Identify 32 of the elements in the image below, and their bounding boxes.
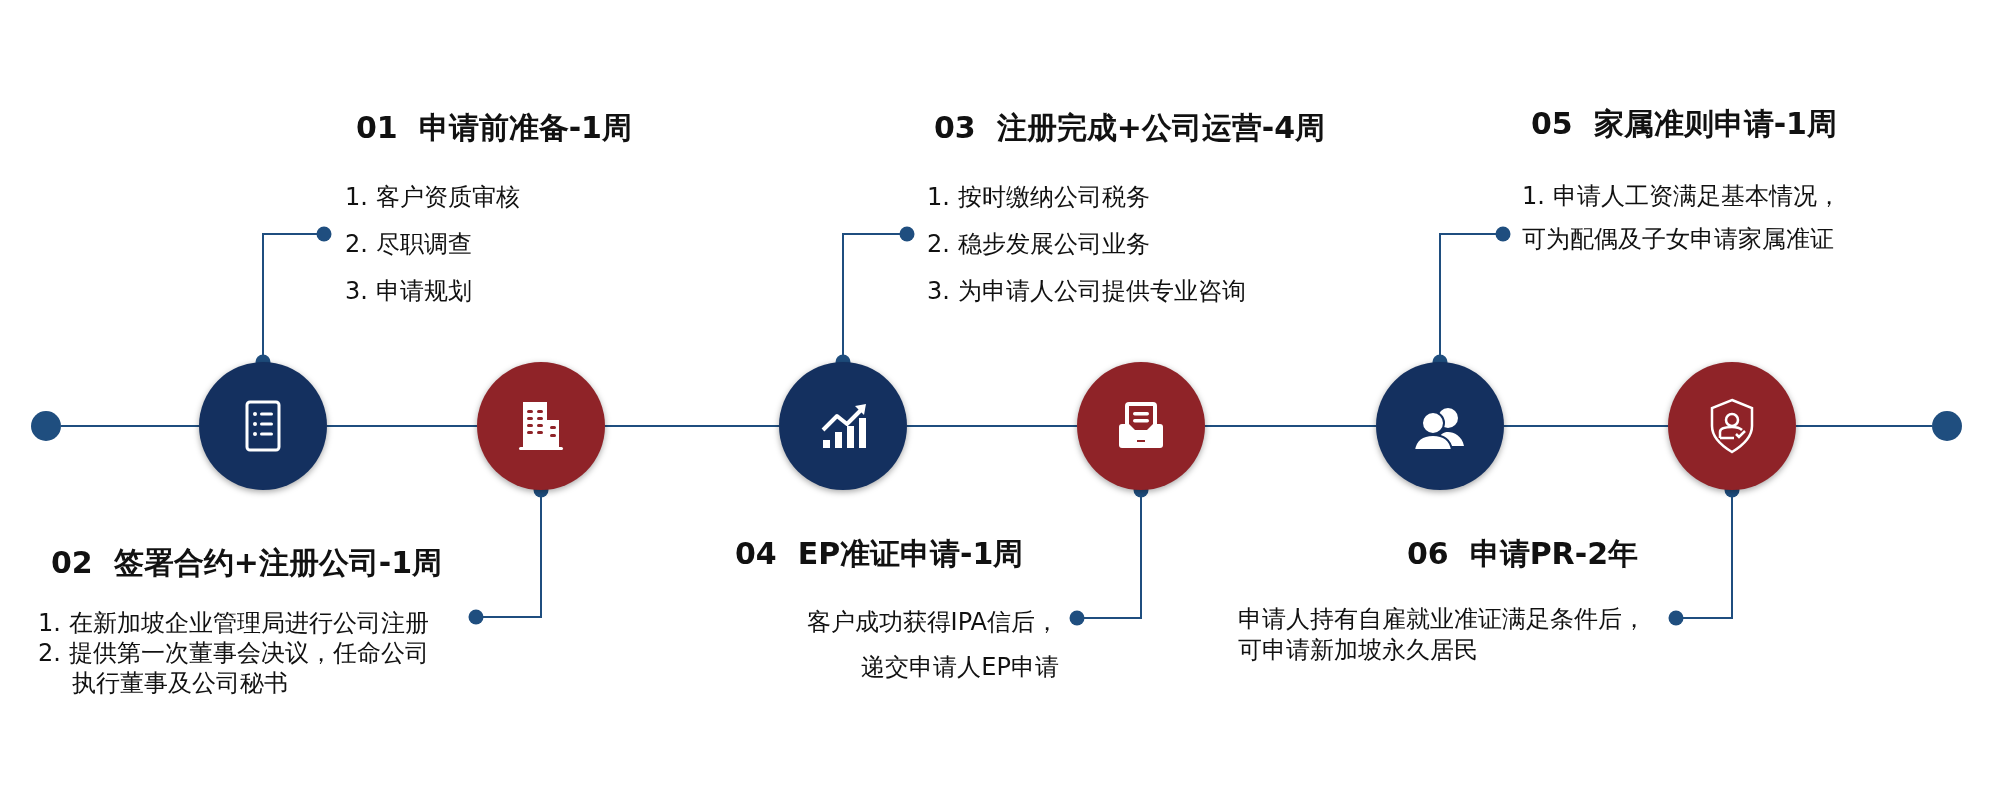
step-detail: 3. 为申请人公司提供专业咨询 (927, 276, 1247, 307)
timeline-end-dot (31, 411, 61, 441)
step-detail: 申请人持有自雇就业准证满足条件后，可申请新加坡永久居民 (1238, 604, 1647, 666)
step-heading: 04 EP准证申请-1周 (735, 535, 1024, 573)
timeline-line (1204, 425, 1377, 427)
step-detail: 2. 提供第一次董事会决议，任命公司执行董事及公司秘书 (38, 638, 430, 698)
step-heading: 02 签署合约+注册公司-1周 (51, 544, 443, 582)
step-detail: 1. 按时缴纳公司税务 (927, 182, 1151, 213)
step-circle (199, 362, 327, 490)
timeline-line (60, 425, 200, 427)
step-detail: 1. 申请人工资满足基本情况，可为配偶及子女申请家属准证 (1522, 181, 1842, 255)
timeline-line (326, 425, 478, 427)
timeline-line (604, 425, 780, 427)
step-heading: 06 申请PR-2年 (1407, 535, 1639, 573)
step-circle (779, 362, 907, 490)
step-circle (1077, 362, 1205, 490)
timeline-end-dot (1932, 411, 1962, 441)
step-detail: 客户成功获得IPA信后，递交申请人EP申请 (805, 607, 1059, 683)
step-circle (1668, 362, 1796, 490)
timeline-line (906, 425, 1078, 427)
step-detail: 1. 客户资质审核 (345, 182, 521, 213)
step-detail: 2. 尽职调查 (345, 229, 473, 260)
timeline-line (1503, 425, 1669, 427)
step-heading: 05 家属准则申请-1周 (1531, 105, 1837, 143)
timeline-line (1795, 425, 1933, 427)
step-detail: 1. 在新加坡企业管理局进行公司注册 (38, 608, 430, 638)
step-heading: 03 注册完成+公司运营-4周 (934, 109, 1326, 147)
step-circle (477, 362, 605, 490)
step-detail: 2. 稳步发展公司业务 (927, 229, 1151, 260)
step-detail: 3. 申请规划 (345, 276, 473, 307)
step-circle (1376, 362, 1504, 490)
step-heading: 01 申请前准备-1周 (356, 109, 632, 147)
